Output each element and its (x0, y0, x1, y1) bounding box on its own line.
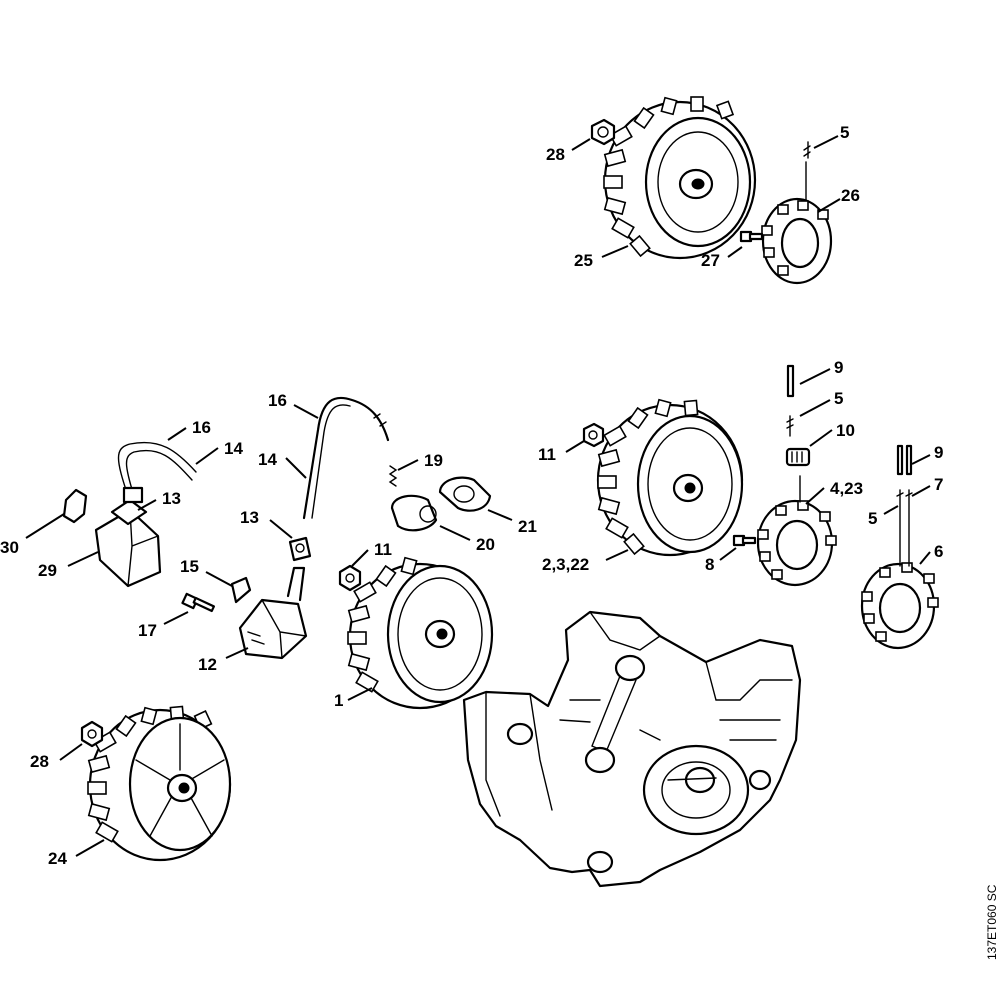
pin-5 (786, 415, 794, 437)
document-id: 137ET060 SC (985, 884, 999, 960)
label-4-23: 4,23 (830, 479, 863, 498)
grommet-13 (288, 536, 312, 562)
nut-28-top (590, 118, 616, 146)
label-28-top: 28 (546, 145, 565, 164)
label-10: 10 (836, 421, 855, 440)
label-27: 27 (701, 251, 720, 270)
label-29: 29 (38, 561, 57, 580)
callout-labels: 28 5 26 27 25 9 5 10 11 4,23 9 7 5 6 2,3… (0, 123, 943, 868)
label-9-right: 9 (934, 443, 943, 462)
stator-26 (761, 141, 833, 285)
label-1: 1 (334, 691, 343, 710)
spring-19 (388, 465, 398, 487)
label-25: 25 (574, 251, 593, 270)
label-13-center: 13 (240, 508, 259, 527)
label-9-middle: 9 (834, 358, 843, 377)
bolt-27 (739, 230, 764, 243)
nut-11-left (338, 564, 362, 592)
ignition-coil-29 (94, 441, 197, 588)
label-24: 24 (48, 849, 67, 868)
label-8: 8 (705, 555, 714, 574)
stator-4-23 (756, 475, 837, 587)
label-26: 26 (841, 186, 860, 205)
label-6: 6 (934, 542, 943, 561)
spark-plug-boot-20 (390, 494, 438, 532)
crankcase (462, 610, 802, 888)
flywheel-25 (603, 96, 757, 260)
label-17: 17 (138, 621, 157, 640)
label-12: 12 (198, 655, 217, 674)
label-13-left: 13 (162, 489, 181, 508)
flywheel-2-3-22 (596, 398, 744, 557)
label-11-right: 11 (538, 445, 556, 464)
ignition-coil-12 (238, 566, 308, 660)
label-5-middle: 5 (834, 389, 843, 408)
clip-10 (785, 447, 811, 467)
nut-28-bottom (80, 720, 104, 748)
label-21: 21 (518, 517, 537, 536)
clip-30 (62, 488, 88, 524)
nut-11-right (582, 422, 605, 448)
clip-15 (230, 576, 252, 604)
label-15: 15 (180, 557, 199, 576)
label-11-left: 11 (374, 540, 392, 559)
screw-17 (181, 592, 216, 613)
label-5-right: 5 (868, 509, 877, 528)
label-7: 7 (934, 475, 943, 494)
bolt-8 (732, 534, 757, 547)
leader-lines (25, 135, 931, 857)
pin-9 (786, 364, 795, 398)
label-2-3-22: 2,3,22 (542, 555, 589, 574)
stator-6 (860, 444, 939, 650)
label-16-center: 16 (268, 391, 287, 410)
label-16-left: 16 (192, 418, 211, 437)
label-5-top: 5 (840, 123, 849, 142)
label-28-bottom: 28 (30, 752, 49, 771)
ignition-lead-14 (302, 396, 390, 520)
cover-21 (438, 476, 492, 512)
label-19: 19 (424, 451, 443, 470)
label-20: 20 (476, 535, 495, 554)
label-14-center: 14 (258, 450, 277, 469)
flywheel-1 (347, 556, 494, 710)
label-14-left: 14 (224, 439, 243, 458)
flywheel-24 (87, 705, 232, 862)
label-30: 30 (0, 538, 19, 557)
